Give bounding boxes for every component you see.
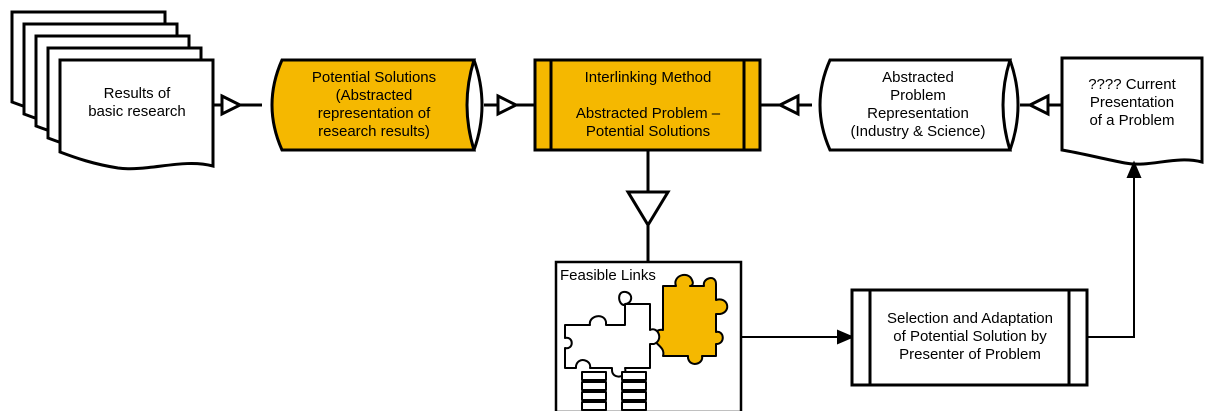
current-presentation-document	[1060, 56, 1204, 166]
arrow-problem-to-interlinking	[760, 93, 812, 117]
arrow-interlinking-to-feasible	[625, 150, 671, 262]
selection-adaptation-label: Selection and Adaptation of Potential So…	[887, 310, 1053, 363]
selection-adaptation-shape	[850, 288, 1089, 387]
arrow-selection-to-presentation	[1087, 160, 1142, 338]
potential-solutions-curve	[472, 59, 484, 151]
current-presentation-label: ???? Current Presentation of a Problem	[1088, 76, 1176, 129]
interlinking-method-shape	[533, 58, 762, 152]
arrow-solutions-to-interlinking	[484, 93, 535, 117]
feasible-links-label: Feasible Links	[560, 267, 656, 284]
arrow-presentation-to-problem	[1020, 93, 1062, 117]
arrow-feasible-to-selection	[741, 329, 855, 345]
research-results-document-stack	[10, 10, 215, 171]
potential-solutions-label: Potential Solutions (Abstracted represen…	[311, 69, 437, 140]
interlinking-method-label: Interlinking Method Abstracted Problem –…	[575, 69, 721, 140]
abstracted-problem-curve	[1008, 59, 1020, 151]
research-results-label: Results of basic research	[88, 85, 186, 120]
arrow-research-to-solutions	[213, 93, 262, 117]
puzzle-pieces-icon	[564, 273, 729, 411]
abstracted-problem-label: Abstracted Problem Representation (Indus…	[850, 69, 986, 140]
